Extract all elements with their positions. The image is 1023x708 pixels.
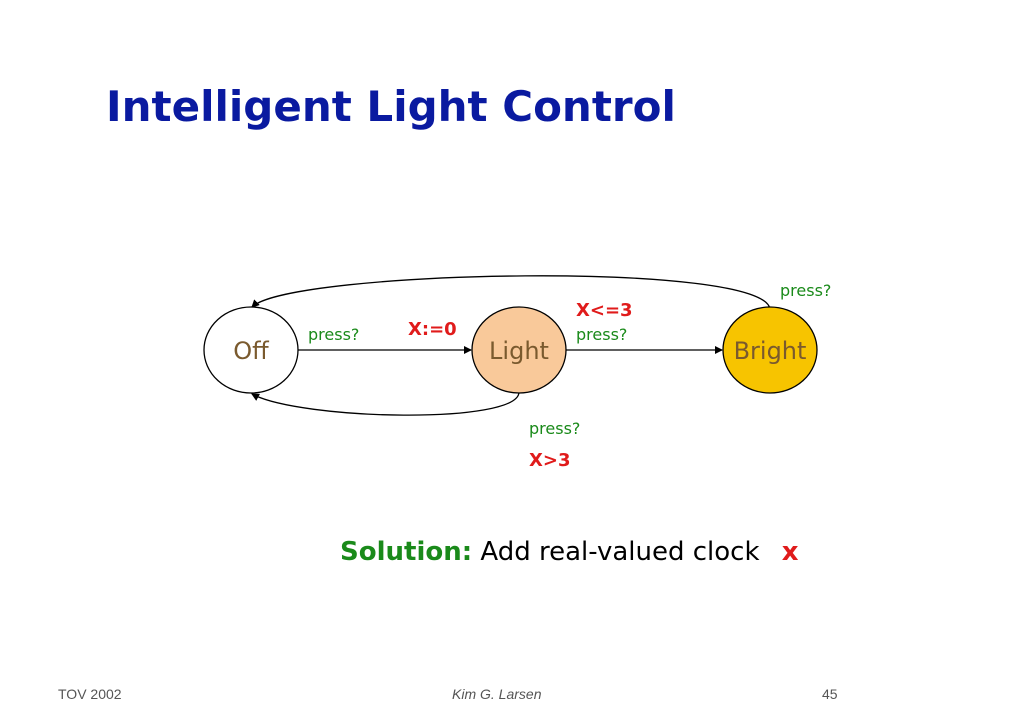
state-light: Light: [471, 306, 567, 394]
edge-off-to-light-update: X:=0: [408, 319, 457, 340]
footer-course: TOV 2002: [58, 686, 122, 702]
state-bright: Bright: [722, 306, 818, 394]
state-off: Off: [203, 306, 299, 394]
state-bright-circle: [722, 306, 818, 394]
state-off-circle: [203, 306, 299, 394]
edge-bright-to-off-label: press?: [780, 281, 831, 300]
solution-line: Solution: Add real-valued clock x: [340, 537, 799, 567]
state-light-circle: [471, 306, 567, 394]
edge-light-to-off-guard: X>3: [529, 450, 570, 471]
solution-variable: x: [781, 537, 799, 567]
footer-page-number: 45: [822, 686, 838, 702]
solution-text: Add real-valued clock: [480, 537, 760, 567]
edge-light-to-off: [251, 391, 520, 416]
footer-author: Kim G. Larsen: [452, 686, 542, 702]
edge-light-to-off-label: press?: [529, 419, 580, 438]
state-light-label: Light: [489, 337, 549, 365]
solution-label: Solution:: [340, 537, 473, 567]
edge-off-to-light-label: press?: [308, 325, 359, 344]
state-off-label: Off: [233, 337, 269, 365]
edge-light-to-bright-guard: X<=3: [576, 300, 633, 321]
state-bright-label: Bright: [734, 337, 807, 365]
edge-bright-to-off: [251, 275, 771, 311]
edge-light-to-bright-label: press?: [576, 325, 627, 344]
slide-title: Intelligent Light Control: [106, 82, 676, 131]
